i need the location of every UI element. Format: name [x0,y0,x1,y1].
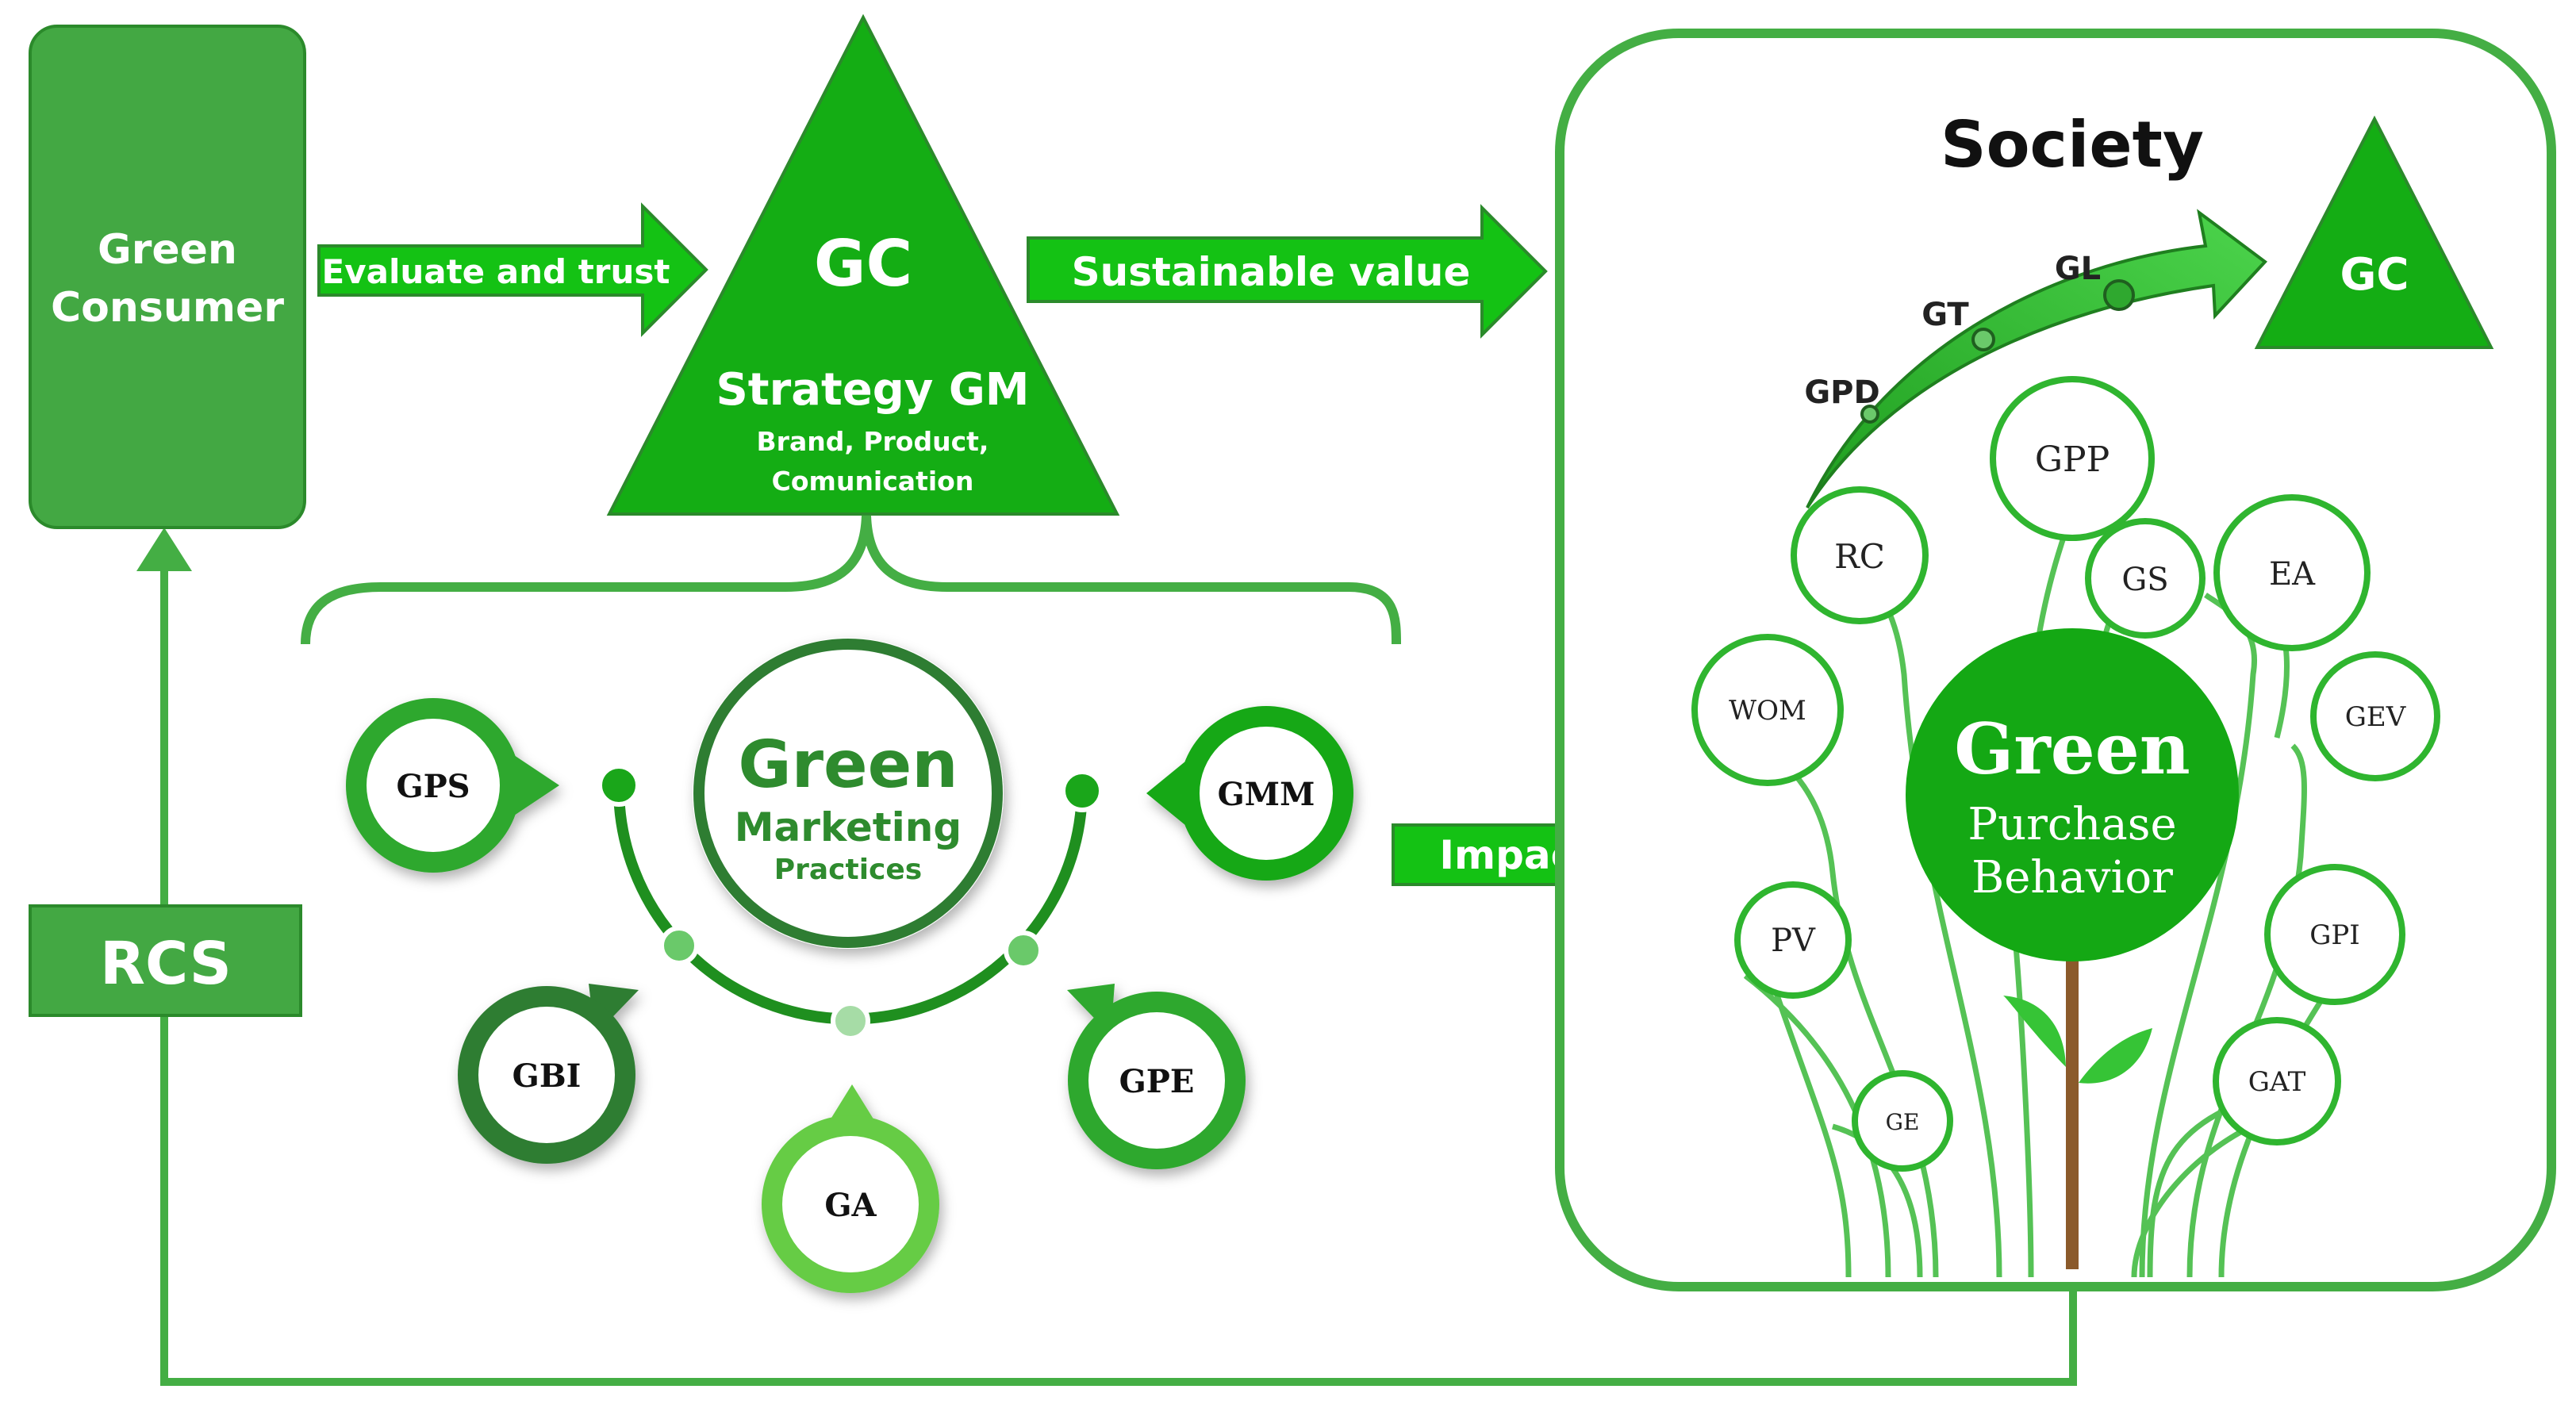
leaf-wom: WOM [1691,634,1844,786]
strategy-gc-label: GC [814,227,912,301]
leaf-pv-label: PV [1771,923,1816,959]
leaf-pv: PV [1734,881,1852,999]
rcs-label: RCS [100,930,232,998]
curve-label-gl: GL [2055,251,2101,287]
sustainable-arrow [1027,204,1548,339]
curve-label-gpd: GPD [1804,374,1879,411]
curve-label-gt: GT [1921,297,1969,333]
sustainable-arrow-label: Sustainable value [1072,249,1471,295]
practice-gbi-label: GBI [513,1057,582,1095]
curve-node-gl [2103,279,2135,311]
leaf-gs: GS [2085,518,2206,639]
arc-node-left-top [597,764,640,807]
purchase-behavior-2: Purchase [1968,799,2176,850]
practice-ga-label: GA [824,1187,877,1224]
evaluate-arrow [317,202,708,337]
strategy-triangle [606,13,1120,516]
feedback-line [160,1015,2077,1386]
strategy-detail-1: Brand, Product, [757,426,989,457]
leaf-ge: GE [1852,1070,1953,1172]
practice-gps [346,698,559,873]
society-gc-triangle [2254,115,2494,349]
arc-node-left-mid [659,926,699,965]
practice-gmm-label: GMM [1218,776,1315,813]
strategy-detail-2: Comunication [772,466,974,497]
leaf-gs-label: GS [2121,562,2168,598]
leaf-ea: EA [2213,494,2371,651]
leaf-gpp-label: GPP [2035,439,2110,480]
green-consumer-label-2: Consumer [51,284,284,332]
green-consumer-box [29,25,306,529]
leaf-ge-label: GE [1886,1109,1920,1135]
tree-leaf-right [2079,1028,2152,1084]
leaf-ea-label: EA [2269,556,2316,593]
leaf-gpi: GPI [2264,864,2405,1005]
practices-center-3: Practices [774,854,923,886]
leaf-gpp: GPP [1990,376,2155,541]
leaf-gat: GAT [2213,1017,2341,1145]
leaf-gev-label: GEV [2345,701,2407,733]
practice-gpe [1067,984,1246,1169]
curve-node-gt [1971,328,1995,351]
practice-gmm [1146,706,1353,881]
curve-node-gpd [1860,405,1879,424]
practices-brace [301,515,1401,645]
practice-gpe-label: GPE [1119,1063,1195,1100]
practice-ga [762,1084,939,1293]
society-gc-label: GC [2340,249,2409,301]
tree-trunk [2066,928,2079,1269]
tree-leaf-left [2003,996,2066,1067]
arc-node-bottom [831,1001,870,1041]
practices-center-1: Green [738,727,958,803]
arc-node-right-mid [1004,931,1043,970]
practice-gbi [458,984,639,1164]
leaf-rc: RC [1791,486,1929,624]
purchase-behavior-circle [1906,628,2239,961]
arc-node-right-top [1061,769,1104,812]
rcs-box [29,904,302,1017]
leaf-gat-label: GAT [2248,1066,2306,1098]
strategy-gm-label: Strategy GM [716,364,1029,416]
practices-center-2: Marketing [735,804,962,850]
practice-gps-label: GPS [396,768,470,805]
rcs-up-arrowhead [136,528,192,571]
society-curve-arrow [1806,209,2267,509]
practices-center-outer [693,638,1004,949]
purchase-behavior-3: Behavior [1971,852,2173,904]
leaf-rc-label: RC [1834,537,1885,576]
practices-center-ring [693,639,1003,948]
evaluate-arrow-label: Evaluate and trust [322,252,670,291]
leaf-wom-label: WOM [1729,695,1806,727]
society-title: Society [1941,108,2204,182]
green-consumer-label-1: Green [98,226,237,274]
purchase-behavior-1: Green [1954,708,2190,790]
leaf-gpi-label: GPI [2309,919,2359,951]
leaf-gev: GEV [2310,651,2440,781]
